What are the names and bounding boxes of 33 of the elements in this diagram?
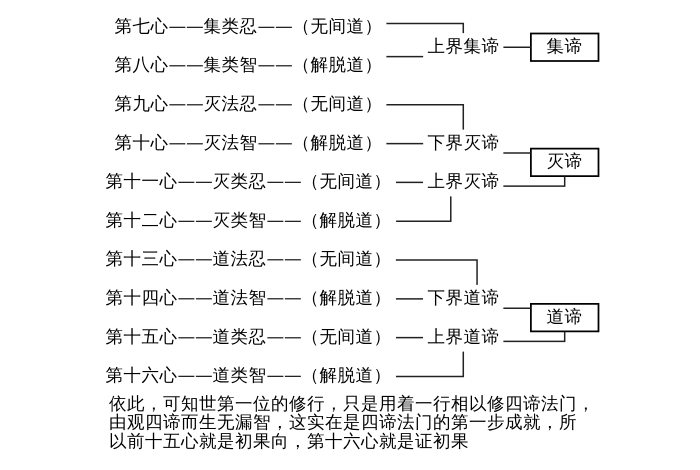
- connector: [396, 182, 424, 184]
- connector: [503, 332, 566, 342]
- connector: [386, 104, 464, 130]
- node-box: 灭谛: [530, 148, 600, 178]
- node-text: 第十六心——道类智——（解脱道）: [106, 366, 392, 386]
- node-text: 第七心——集类忍——（无间道）: [114, 16, 383, 37]
- connector: [396, 298, 424, 300]
- node-text: 第十四心——道法智——（解脱道）: [106, 288, 392, 308]
- node-text: 第十一心——灭类忍——（无间道）: [106, 172, 392, 192]
- connector: [396, 196, 452, 222]
- node-box: 集谛: [530, 32, 600, 62]
- connector: [396, 259, 478, 285]
- connector: [396, 352, 464, 378]
- node-text: 上界道谛: [427, 327, 500, 348]
- connector: [503, 152, 531, 154]
- node-text: 下界道谛: [427, 288, 500, 308]
- connector: [396, 336, 424, 338]
- connector: [503, 307, 531, 309]
- node-text: 第十心——灭法智——（解脱道）: [114, 133, 383, 154]
- node-text: 上界灭谛: [427, 172, 500, 192]
- node-text: 第十五心——道类忍——（无间道）: [106, 327, 392, 348]
- connector: [503, 176, 566, 187]
- caption: 依此，可知世第一位的修行，只是用着一行相以修四谛法门，由观四谛而生无漏智，这实在是四谛法门的第一步成就，所以前十五心就是初果向，第十六心就是证初果: [109, 394, 596, 452]
- node-text: 第十二心——灭类智——（解脱道）: [106, 210, 392, 231]
- node-text: 第十三心——道法忍——（无间道）: [106, 250, 392, 270]
- node-box: 道谛: [530, 302, 600, 332]
- node-text: 第八心——集类智——（解脱道）: [114, 56, 383, 76]
- connector: [503, 46, 531, 48]
- node-text: 上界集谛: [427, 36, 500, 57]
- node-text: 第九心——灭法忍——（无间道）: [114, 94, 383, 114]
- node-text: 下界灭谛: [427, 133, 500, 154]
- connector: [386, 56, 424, 58]
- connector: [386, 142, 424, 144]
